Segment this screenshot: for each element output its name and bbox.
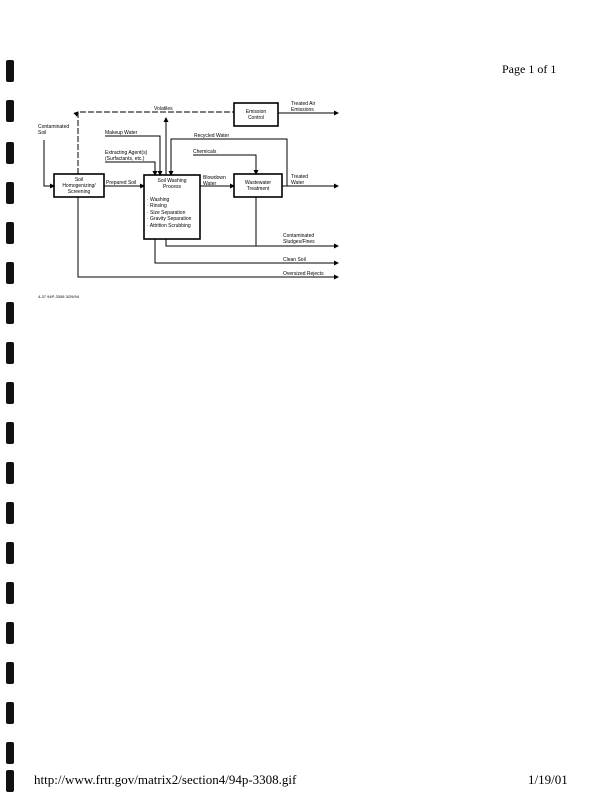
flow-sludges: [165, 239, 339, 249]
label: · Rinsing: [147, 203, 167, 209]
label: Treatment: [247, 186, 270, 192]
binder-hole-mark: [6, 742, 14, 764]
binder-hole-mark: [6, 60, 14, 82]
binder-hole-mark: [6, 582, 14, 604]
label: Water: [203, 181, 216, 187]
label: Extracting Agent(s): [105, 150, 148, 156]
label: Control: [248, 115, 264, 121]
label: Emission: [246, 109, 267, 115]
label: Screening: [68, 189, 91, 195]
binder-hole-mark: [6, 542, 14, 564]
box-emission-control: [233, 102, 279, 127]
label: Oversized Rejects: [283, 271, 324, 277]
label: Homogenizing/: [62, 183, 96, 189]
binder-hole-mark: [6, 142, 14, 164]
binder-hole-mark: [6, 662, 14, 684]
label: Chemicals: [193, 149, 217, 155]
binder-hole-mark: [6, 382, 14, 404]
binder-hole-mark: [6, 462, 14, 484]
flow-oversized: [77, 197, 339, 280]
binder-hole-mark: [6, 422, 14, 444]
label: · Size Separation: [147, 210, 186, 216]
print-date: 1/19/01: [528, 772, 568, 787]
flow-chemicals: [193, 154, 259, 175]
label: Clean Soil: [283, 257, 306, 263]
label: Soil Washing: [158, 178, 187, 184]
label: (Surfactants, etc.): [105, 156, 145, 162]
label: Wastewater: [245, 180, 272, 186]
label: · Attrition Scrubbing: [147, 223, 191, 229]
flow-recycled-water: [168, 138, 288, 186]
binder-hole-mark: [6, 262, 14, 284]
page-number: Page 1 of 1: [502, 62, 557, 76]
label: Contaminated: [283, 233, 314, 239]
binder-hole-mark: [6, 222, 14, 244]
label: Volatiles: [154, 106, 173, 112]
label: Treated: [291, 174, 308, 180]
flow-makeup-water: [105, 135, 163, 176]
flow-contaminated-soil: [43, 140, 55, 189]
binder-hole-mark: [6, 622, 14, 644]
label: Recycled Water: [194, 133, 229, 139]
flow-extracting-agents: [105, 161, 158, 176]
label: Water: [291, 180, 304, 186]
figure-code: 4-37 94P-3308 3/29/94: [38, 294, 80, 299]
label: Contaminated: [38, 124, 69, 130]
binder-hole-mark: [6, 770, 14, 792]
label: · Gravity Separation: [147, 216, 192, 222]
label: · Washing: [147, 197, 170, 203]
label: Blowdown: [203, 175, 226, 181]
source-url: http://www.frtr.gov/matrix2/section4/94p…: [34, 772, 297, 787]
binder-hole-mark: [6, 342, 14, 364]
label: Prepared Soil: [106, 180, 136, 186]
label: Sludges/Fines: [283, 239, 315, 245]
flow-clean-soil: [154, 239, 339, 266]
label: Soil: [38, 130, 46, 136]
label: Treated Air: [291, 101, 316, 107]
flow-volatiles: [73, 111, 234, 174]
label: Process: [163, 184, 182, 190]
binder-hole-mark: [6, 100, 14, 122]
label: Soil: [75, 177, 83, 183]
binder-hole-mark: [6, 302, 14, 324]
label: Emissions: [291, 107, 314, 113]
binder-hole-mark: [6, 182, 14, 204]
binder-hole-mark: [6, 502, 14, 524]
binder-hole-mark: [6, 702, 14, 724]
label: Makeup Water: [105, 130, 138, 136]
